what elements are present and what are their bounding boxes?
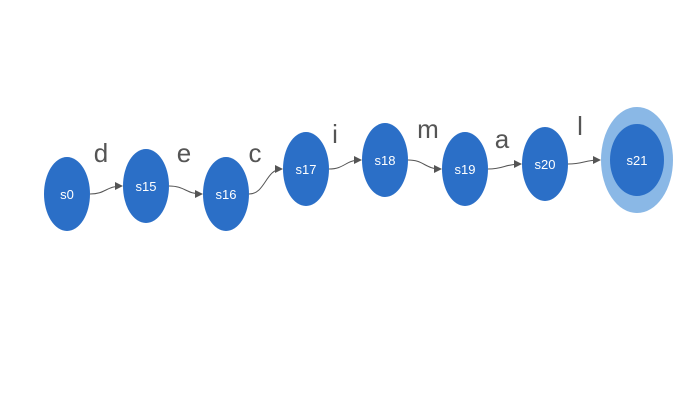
state-label-s19: s19: [455, 162, 476, 177]
state-s21: s21: [601, 107, 673, 213]
transitions: [89, 156, 601, 198]
transition-arrow-s16-s17: [248, 165, 283, 195]
state-label-s0: s0: [60, 187, 74, 202]
state-s20: s20: [522, 127, 568, 201]
state-s15: s15: [123, 149, 169, 223]
state-label-s15: s15: [136, 179, 157, 194]
state-label-s18: s18: [375, 153, 396, 168]
state-label-s20: s20: [535, 157, 556, 172]
transition-arrow-s15-s16: [168, 185, 203, 198]
state-node-s16: [203, 157, 249, 231]
transition-label-s18-s19: m: [417, 114, 439, 144]
transition-label-s20-s21: l: [577, 111, 583, 141]
transition-arrow-s18-s19: [407, 159, 442, 173]
state-s0: s0: [44, 157, 90, 231]
state-node-s0: [44, 157, 90, 231]
transition-arrow-s20-s21: [567, 156, 601, 165]
state-label-s17: s17: [296, 162, 317, 177]
transition-arrow-s0-s15: [89, 182, 123, 195]
transition-label-s17-s18: i: [332, 119, 338, 149]
transition-label-s15-s16: e: [177, 138, 191, 168]
transition-label-s19-s20: a: [495, 124, 510, 154]
state-node-s17: [283, 132, 329, 206]
state-s16: s16: [203, 157, 249, 231]
state-s19: s19: [442, 132, 488, 206]
state-label-s16: s16: [216, 187, 237, 202]
states: s0 s15 s16 s17 s18 s19 s20 s21: [44, 107, 673, 231]
transition-label-s0-s15: d: [94, 138, 108, 168]
state-s18: s18: [362, 123, 408, 197]
state-node-s20: [522, 127, 568, 201]
state-node-s21: [610, 124, 664, 196]
state-node-s19: [442, 132, 488, 206]
transition-arrow-s17-s18: [328, 156, 362, 170]
state-s17: s17: [283, 132, 329, 206]
state-label-s21: s21: [627, 153, 648, 168]
transition-arrow-s19-s20: [487, 160, 522, 170]
state-node-s15: [123, 149, 169, 223]
state-node-s18: [362, 123, 408, 197]
transition-label-s16-s17: c: [249, 138, 262, 168]
